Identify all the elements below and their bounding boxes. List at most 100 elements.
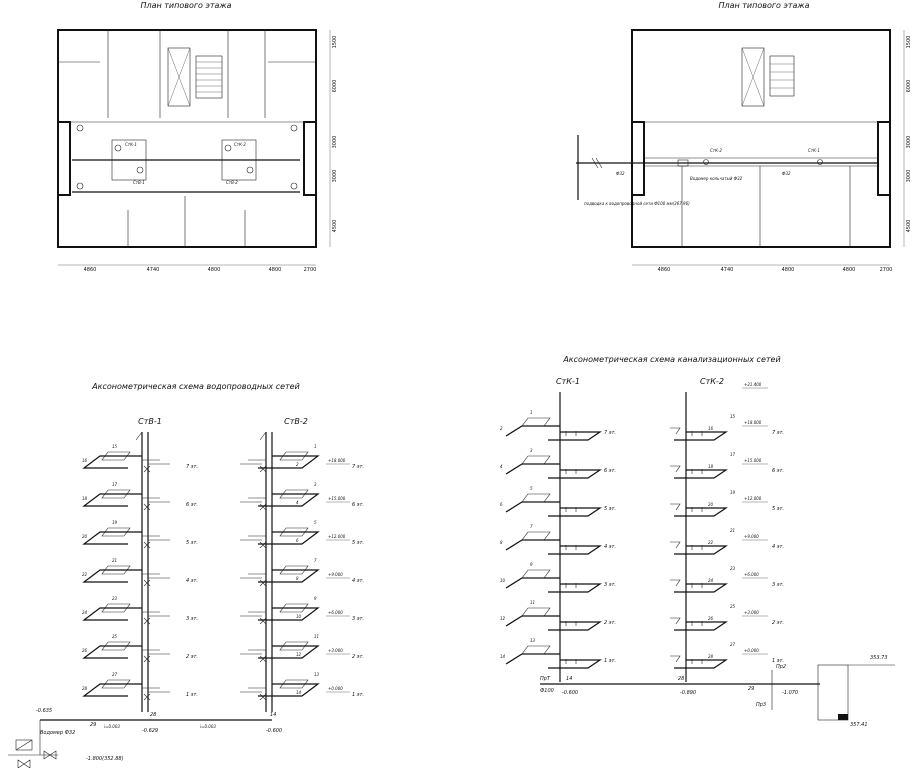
valve-icon [143, 693, 151, 701]
riser-top [135, 431, 267, 441]
water-num-left: 15 [112, 444, 118, 449]
sewer-stub-stk2 [670, 617, 681, 625]
trap-icon [691, 431, 703, 436]
sewer-floor-label-right: 4 эт. [772, 544, 784, 550]
water-stub-right [240, 611, 266, 617]
water-floor-label: 2 эт. [186, 654, 198, 660]
riser-stk1-title: СтК-1 [556, 377, 580, 386]
sewer-num-left: 5 [530, 486, 533, 491]
water-stub-left [142, 535, 170, 541]
sewer-stub-stk2 [670, 541, 681, 549]
valve-icon [143, 503, 151, 511]
water-branch-right [258, 645, 320, 659]
trap-icon [565, 659, 577, 664]
water-supply-scheme: Аксонометрическая схема водопроводных се… [8, 382, 364, 769]
trap-icon [691, 507, 703, 512]
valve-icon [143, 617, 151, 625]
sewer-num-right: 19 [730, 490, 736, 495]
sewer-level-mark: +3.000 [744, 610, 759, 615]
sewer-floor-label-right: 7 эт. [772, 430, 784, 436]
sewer-stub-stk2 [670, 579, 681, 587]
sewer-floor-label-right: 6 эт. [772, 468, 784, 474]
label-stv2: СтВ-2 [226, 180, 238, 185]
water-num-left: 27 [112, 672, 118, 677]
sewer-level-top: +21.400 [744, 382, 762, 387]
water-num-left: 21 [112, 558, 117, 563]
label-meter: Водомер кольчатый Ф32 [690, 176, 743, 181]
sewer-level-mark: +12.000 [744, 496, 762, 501]
water-stub-left [142, 497, 170, 503]
water-node-14: 14 [270, 712, 276, 718]
sewer-floor-label-right: 1 эт. [772, 658, 784, 664]
water-num-left: 26 [82, 648, 88, 653]
sewer-num-right: 27 [730, 642, 736, 647]
sewer-branch-right-of-stk1 [548, 659, 602, 669]
valve-icon [259, 617, 267, 625]
sewer-floor-label-right: 2 эт. [772, 620, 784, 626]
water-elev-mid: -0.629 [142, 728, 158, 734]
sewer-scheme: Аксонометрическая схема канализационных … [500, 355, 895, 728]
sewer-branch-right-of-stk1 [548, 621, 602, 631]
water-branch-right [258, 607, 320, 621]
sewer-num-right: 16 [708, 426, 714, 431]
sewer-floor-label: 2 эт. [604, 620, 616, 626]
water-floor-label: 7 эт. [186, 464, 198, 470]
sewer-num-left: 11 [530, 600, 535, 605]
sewer-branch-left [505, 501, 560, 513]
water-floor-label: 1 эт. [186, 692, 198, 698]
sewer-fixture-left [521, 417, 551, 427]
label-stv1: СтВ-1 [133, 180, 145, 185]
riser-stk2-title: СтК-2 [700, 377, 724, 386]
sewer-well-bottom: 357.41 [850, 722, 868, 728]
water-floor-label-right: 2 эт. [352, 654, 364, 660]
left-dims-bottom: 4860 4740 4800 4800 2700 [84, 267, 317, 273]
sewer-branch-stk2 [674, 431, 728, 441]
water-branch-right [258, 683, 320, 697]
water-branch-left [82, 683, 142, 697]
water-fixture-right [279, 489, 309, 499]
trap-icon [565, 545, 577, 550]
svg-text:3000: 3000 [332, 170, 338, 183]
sewer-branch-left [505, 539, 560, 551]
water-branch-right [258, 493, 320, 507]
water-num-left: 16 [82, 458, 88, 463]
water-num-right: 4 [296, 500, 299, 505]
sewer-branch-stk2 [674, 507, 728, 517]
sewer-level-mark: +18.000 [744, 420, 762, 425]
sewer-num-right: 24 [708, 578, 714, 583]
water-slope-2: i=0.003 [200, 724, 216, 729]
sewer-stub-stk2 [670, 503, 681, 511]
label-stk2: СтК-2 [234, 142, 246, 147]
water-branch-right [258, 569, 320, 583]
trap-icon [565, 431, 577, 436]
svg-text:4500: 4500 [332, 220, 338, 233]
water-meter-label: Водомер Ф32 [40, 730, 75, 736]
sewer-num-right: 21 [730, 528, 735, 533]
trap-icon [691, 469, 703, 474]
sewer-floor-label: 4 эт. [604, 544, 616, 550]
water-stub-left [142, 611, 170, 617]
trap-icon [691, 659, 703, 664]
water-branch-left [82, 569, 142, 583]
water-level-mark: +3.000 [328, 648, 343, 653]
sewer-pr2: Пр2 [776, 664, 786, 670]
water-num-right: 13 [314, 672, 320, 677]
svg-text:3000: 3000 [332, 136, 338, 149]
right-dims-right: 1500 6000 3000 3000 4500 [906, 36, 912, 233]
svg-text:4740: 4740 [721, 267, 734, 273]
sewer-branch-stk2 [674, 659, 728, 669]
water-level-mark: +0.000 [328, 686, 343, 691]
sewer-floor-label: 7 эт. [604, 430, 616, 436]
sewer-num-right: 25 [730, 604, 736, 609]
svg-text:2700: 2700 [880, 267, 893, 273]
water-floor-label: 4 эт. [186, 578, 198, 584]
label-stk2-right: СтК-2 [710, 148, 722, 153]
svg-text:1500: 1500 [332, 36, 338, 49]
water-level-mark: +18.000 [328, 458, 346, 463]
water-num-right: 12 [296, 652, 302, 657]
svg-text:4800: 4800 [269, 267, 282, 273]
water-num-left: 23 [112, 596, 118, 601]
water-node-28: 28 [150, 712, 156, 718]
